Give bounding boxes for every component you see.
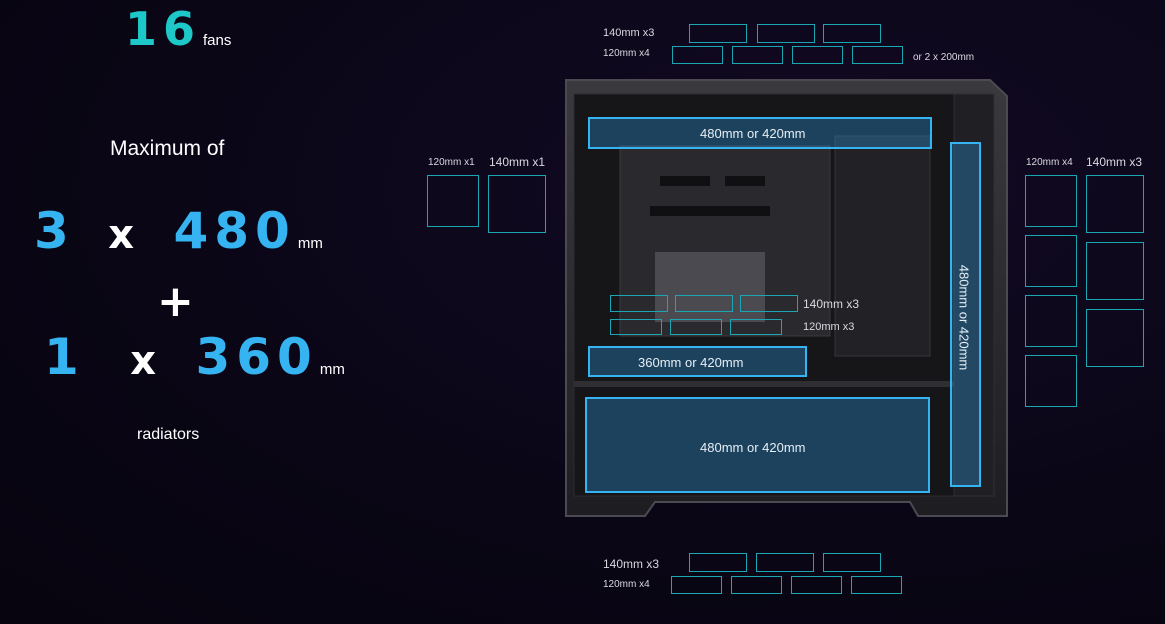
radiator-top [588,117,932,149]
side-fan-140 [1086,175,1144,233]
bottom-fan-140 [689,553,747,572]
middle-fan-120 [670,319,722,335]
fan-count-unit: fans [203,32,232,49]
radiator-line-2-size: 360 [195,328,318,386]
radiator-line-2-count: 1 [44,328,85,386]
radiator-line-2-unit: mm [319,361,345,378]
top-fans-120-label: 120mm x4 [603,48,650,59]
side-fan-120 [1025,235,1077,287]
plus-sign: + [157,276,194,327]
top-fan-140 [757,24,815,43]
bottom-fan-140 [823,553,881,572]
bottom-fan-140 [756,553,814,572]
side-fan-140 [1086,309,1144,367]
front-fan-120 [427,175,479,227]
bottom-fan-120 [851,576,902,594]
radiator-side [950,142,981,487]
max-heading: Maximum of [110,137,225,160]
side-fan-120 [1025,355,1077,407]
side-fans-140-label: 140mm x3 [1086,155,1143,169]
front-fan-120-label: 120mm x1 [428,157,475,168]
middle-fans-120-label: 120mm x3 [803,321,855,333]
radiator-line-1-x: x [108,212,141,258]
radiator-bottom-label: 480mm or 420mm [700,440,806,455]
middle-fan-120 [610,319,662,335]
front-fan-140-label: 140mm x1 [489,155,546,169]
radiator-side-label: 480mm or 420mm [956,264,972,371]
middle-fan-140 [740,295,798,312]
middle-fan-140 [675,295,733,312]
side-fan-120 [1025,295,1077,347]
bottom-fan-120 [731,576,782,594]
radiators-label: radiators [137,426,200,443]
bottom-fans-140-label: 140mm x3 [603,557,660,571]
top-fan-120 [672,46,723,64]
top-fan-120 [732,46,783,64]
top-fan-120 [792,46,843,64]
middle-fan-120 [730,319,782,335]
radiator-bottom [585,397,930,493]
bottom-fan-120 [671,576,722,594]
radiator-line-1-size: 480 [173,202,296,260]
top-fans-alt-label: or 2 x 200mm [913,52,975,63]
side-fans-120-label: 120mm x4 [1026,157,1073,168]
radiator-middle-label: 360mm or 420mm [638,355,744,370]
radiator-line-2-x: x [130,338,163,384]
top-fans-140-label: 140mm x3 [603,27,655,39]
bottom-fan-120 [791,576,842,594]
side-fan-140 [1086,242,1144,300]
radiator-line-1-count: 3 [34,202,75,260]
side-fan-120 [1025,175,1077,227]
radiator-line-1-unit: mm [297,235,323,252]
bottom-fans-120-label: 120mm x4 [603,579,650,590]
top-fan-140 [823,24,881,43]
middle-fans-140-label: 140mm x3 [803,297,860,311]
middle-fan-140 [610,295,668,312]
fan-count-value: 16 [125,2,202,56]
top-fan-120 [852,46,903,64]
radiator-middle [588,346,807,377]
top-fan-140 [689,24,747,43]
front-fan-140 [488,175,546,233]
radiator-top-label: 480mm or 420mm [700,126,806,141]
